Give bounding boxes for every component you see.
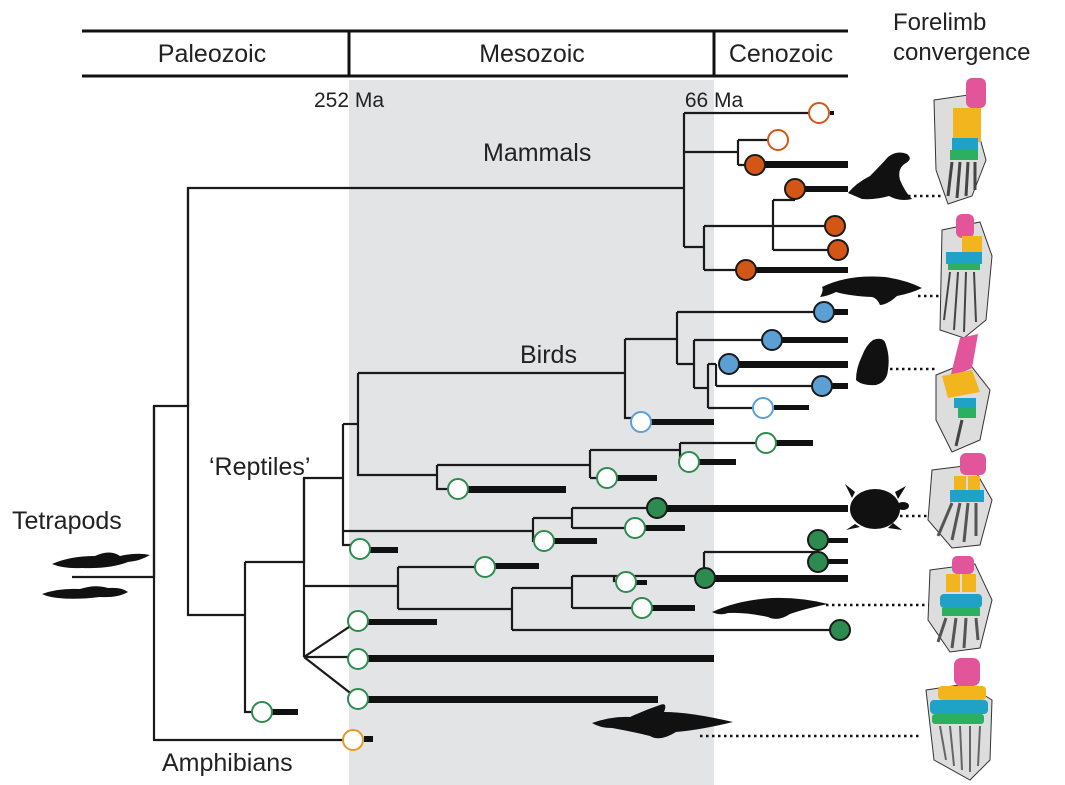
salamander-icon — [42, 553, 150, 599]
boundary-252: 252 Ma — [314, 89, 384, 112]
era-cenozoic: Cenozoic — [729, 40, 833, 68]
label-birds: Birds — [520, 341, 577, 369]
penguin-wing — [936, 334, 990, 452]
forelimb-title-line2: convergence — [893, 39, 1030, 66]
era-paleozoic: Paleozoic — [158, 40, 266, 68]
sea-lion-forelimb — [934, 78, 986, 204]
connector-lines — [700, 196, 943, 736]
boundary-66: 66 Ma — [685, 89, 744, 112]
turtle-flipper — [928, 453, 992, 548]
ichthyosaur-fin — [926, 658, 992, 780]
mosasaur-paddle — [928, 556, 992, 652]
era-mesozoic: Mesozoic — [479, 40, 585, 68]
penguin-icon — [856, 339, 889, 385]
whale-flipper — [940, 214, 992, 338]
label-reptiles: ‘Reptiles’ — [209, 453, 310, 481]
mesozoic-band — [349, 80, 714, 785]
mosasaur-icon — [712, 598, 828, 619]
forelimb-title-line1: Forelimb — [893, 9, 986, 36]
turtle-icon — [845, 484, 909, 530]
label-mammals: Mammals — [483, 139, 591, 167]
whale-icon — [820, 276, 922, 305]
label-tetrapods: Tetrapods — [12, 507, 122, 535]
label-amphibians: Amphibians — [162, 749, 293, 777]
sea-lion-icon — [848, 153, 912, 200]
